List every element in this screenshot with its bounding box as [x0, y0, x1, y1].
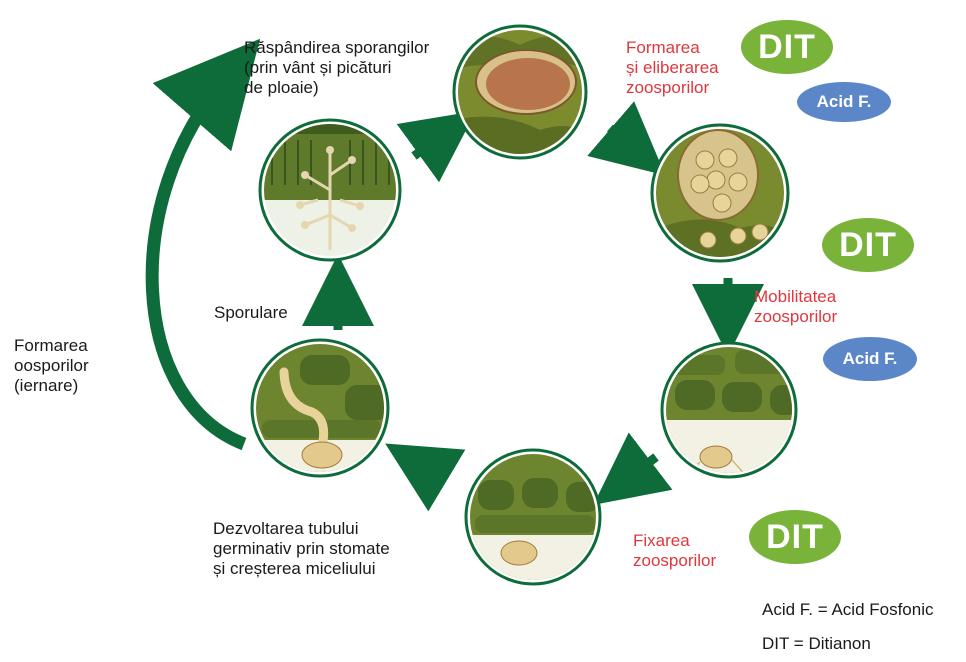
germination-label: Dezvoltarea tubului germinativ prin stom…	[213, 519, 390, 579]
legend-acid: Acid F. = Acid Fosfonic	[762, 600, 934, 620]
fixation-label-line-1: Fixarea	[633, 531, 716, 551]
mobility-label-line-2: zoosporilor	[754, 307, 837, 327]
zoospore-release-circle	[650, 125, 790, 265]
acid-badge-1: Acid F.	[797, 82, 891, 122]
spread-label-line-3: de ploaie)	[244, 78, 429, 98]
fixation-label-line-2: zoosporilor	[633, 551, 716, 571]
zoospore-mobility-circle	[660, 340, 800, 490]
arrow-1	[414, 132, 447, 156]
dit-badge-2: DIT	[822, 218, 914, 272]
release-label-line-1: Formarea	[626, 38, 719, 58]
zoospore-fixation-circle	[465, 450, 605, 595]
spread-label: Răspândirea sporangilor (prin vânt și pi…	[244, 38, 429, 98]
oospore-label-line-3: (iernare)	[14, 376, 89, 396]
dit-badge-3: DIT	[749, 510, 841, 564]
oospore-label-line-1: Formarea	[14, 336, 89, 356]
oospore-label-line-2: oosporilor	[14, 356, 89, 376]
arrow-5	[416, 462, 446, 480]
oospore-label: Formarea oosporilor (iernare)	[14, 336, 89, 396]
arrow-2	[610, 128, 638, 152]
arrow-4	[622, 457, 656, 483]
germination-label-line-1: Dezvoltarea tubului	[213, 519, 390, 539]
fixation-label: Fixarea zoosporilor	[633, 531, 716, 571]
dit-badge-1: DIT	[741, 20, 833, 74]
spread-label-line-1: Răspândirea sporangilor	[244, 38, 429, 58]
germ-tube-circle	[252, 340, 392, 485]
legend-dit: DIT = Ditianon	[762, 634, 871, 654]
acid-badge-2: Acid F.	[823, 337, 917, 381]
spread-label-line-2: (prin vânt și picături	[244, 58, 429, 78]
germination-label-line-2: germinativ prin stomate	[213, 539, 390, 559]
release-label-line-2: și eliberarea	[626, 58, 719, 78]
mobility-label-line-1: Mobilitatea	[754, 287, 837, 307]
release-label-line-3: zoosporilor	[626, 78, 719, 98]
overwinter-arrow	[152, 78, 244, 444]
sporulation-label: Sporulare	[214, 303, 288, 323]
release-label: Formarea și eliberarea zoosporilor	[626, 38, 719, 98]
sporangium-circle	[450, 20, 590, 170]
sporulation-circle	[260, 120, 402, 260]
mobility-label: Mobilitatea zoosporilor	[754, 287, 837, 327]
germination-label-line-3: și creșterea miceliului	[213, 559, 390, 579]
